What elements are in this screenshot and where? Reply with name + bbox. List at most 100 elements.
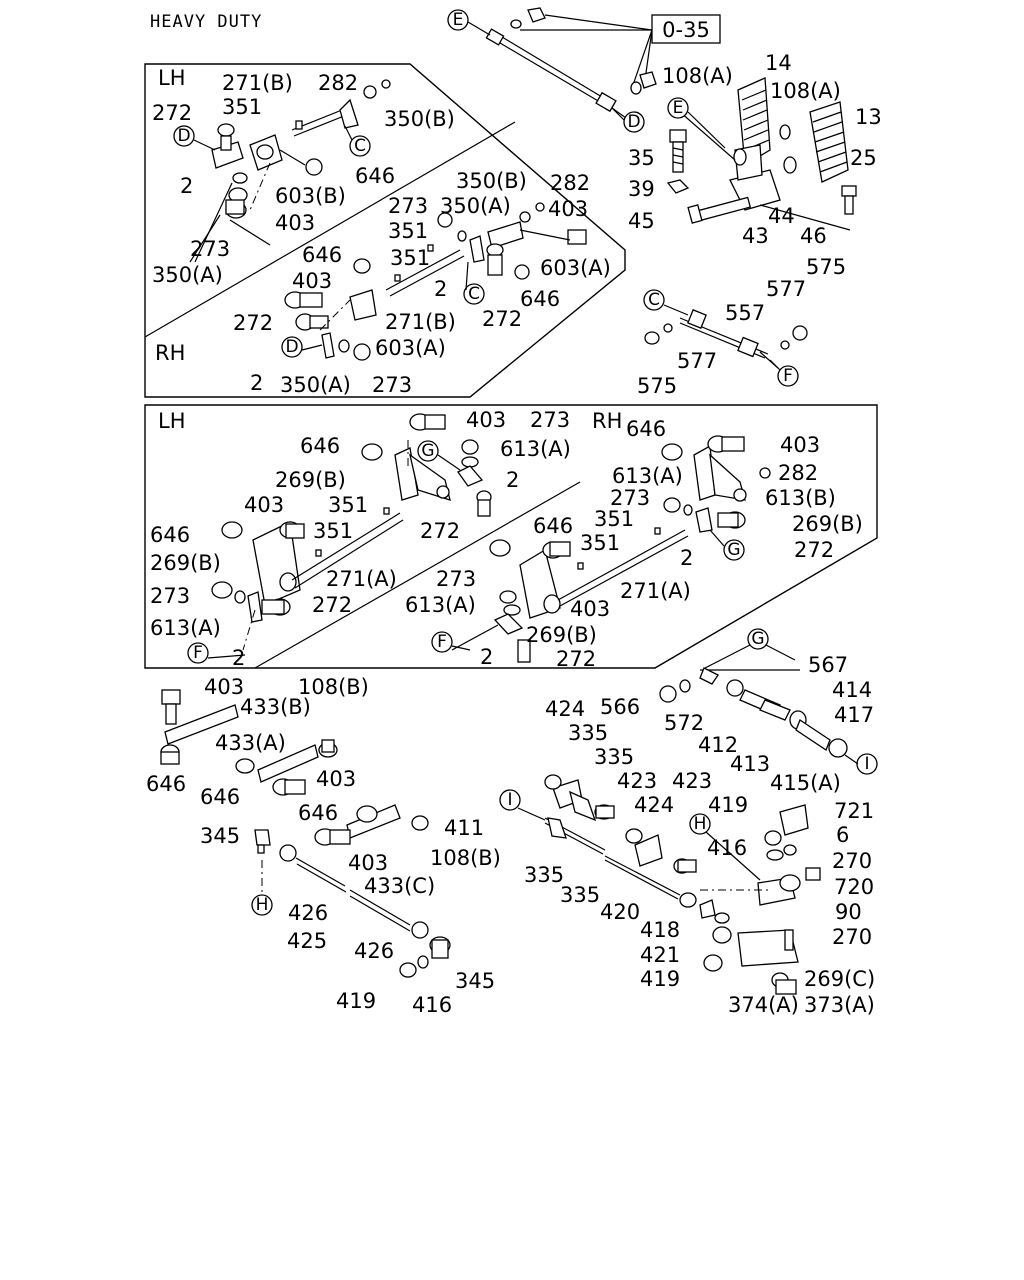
part-label-350b-a: 350(B) bbox=[384, 107, 455, 131]
accelerator-pedal-assembly bbox=[666, 77, 857, 231]
part-label-335-c: 335 bbox=[524, 863, 564, 887]
svg-text:H: H bbox=[256, 895, 269, 915]
part-label-46: 46 bbox=[800, 224, 827, 248]
part-label-720: 720 bbox=[834, 875, 874, 899]
part-label-423-b: 423 bbox=[672, 769, 712, 793]
part-label-433a: 433(A) bbox=[215, 731, 286, 755]
part-label-271a-b: 271(A) bbox=[620, 579, 691, 603]
marker-d-upper-rh: D bbox=[281, 336, 303, 358]
upper-rh-linkage bbox=[284, 202, 587, 361]
marker-i-cable: I bbox=[499, 789, 521, 811]
part-label-417: 417 bbox=[834, 703, 874, 727]
svg-text:G: G bbox=[727, 540, 740, 560]
part-label-351-d: 351 bbox=[328, 493, 368, 517]
part-label-273-c: 273 bbox=[372, 373, 412, 397]
part-label-282-c: 282 bbox=[778, 461, 818, 485]
part-label-272-e: 272 bbox=[312, 593, 352, 617]
part-label-282-b: 282 bbox=[550, 171, 590, 195]
part-label-2-e: 2 bbox=[232, 646, 245, 670]
marker-h-cable: H bbox=[689, 813, 711, 835]
part-label-721: 721 bbox=[834, 799, 874, 823]
part-label-35: 35 bbox=[628, 146, 655, 170]
marker-g-lower: G bbox=[747, 628, 769, 650]
part-label-420: 420 bbox=[600, 900, 640, 924]
part-label-272-g: 272 bbox=[556, 647, 596, 671]
part-label-411: 411 bbox=[444, 816, 484, 840]
part-label-345-a: 345 bbox=[200, 824, 240, 848]
part-label-269b-d: 269(B) bbox=[526, 623, 597, 647]
part-label-424-a: 424 bbox=[545, 697, 585, 721]
svg-text:C: C bbox=[354, 136, 366, 156]
part-label-273-d: 273 bbox=[530, 408, 570, 432]
part-label-403-c: 403 bbox=[292, 269, 332, 293]
part-label-2-a: 2 bbox=[180, 174, 193, 198]
part-label-335-b: 335 bbox=[594, 745, 634, 769]
part-label-345-b: 345 bbox=[455, 969, 495, 993]
part-label-412: 412 bbox=[698, 733, 738, 757]
part-label-6: 6 bbox=[836, 823, 849, 847]
part-label-603a-a: 603(A) bbox=[540, 256, 611, 280]
upper-lh-linkage bbox=[211, 79, 391, 219]
svg-text:I: I bbox=[864, 754, 869, 774]
svg-text:D: D bbox=[177, 126, 190, 146]
marker-i-lower-right: I bbox=[856, 753, 878, 775]
marker-f-rod: F bbox=[777, 365, 799, 387]
part-label-269b-a: 269(B) bbox=[275, 468, 346, 492]
part-label-351-c: 351 bbox=[390, 246, 430, 270]
part-label-272-b: 272 bbox=[233, 311, 273, 335]
part-label-646-a: 646 bbox=[355, 164, 395, 188]
marker-d-top: D bbox=[623, 111, 645, 133]
svg-text:F: F bbox=[783, 366, 793, 386]
part-label-13: 13 bbox=[855, 105, 882, 129]
part-label-403-f: 403 bbox=[780, 433, 820, 457]
part-label-272-d: 272 bbox=[420, 519, 460, 543]
top-nut-left bbox=[527, 7, 546, 23]
middle-rh-linkage bbox=[489, 435, 771, 663]
part-label-613b: 613(B) bbox=[765, 486, 836, 510]
marker-f-middle-rh: F bbox=[431, 631, 453, 653]
part-label-43: 43 bbox=[742, 224, 769, 248]
part-label-613a-b: 613(A) bbox=[150, 616, 221, 640]
part-label-273-b: 273 bbox=[388, 194, 428, 218]
svg-text:H: H bbox=[694, 814, 707, 834]
part-label-108a-right: 108(A) bbox=[770, 79, 841, 103]
middle-lh-linkage bbox=[211, 413, 492, 651]
part-label-415a: 415(A) bbox=[770, 771, 841, 795]
part-label-613a-a: 613(A) bbox=[500, 437, 571, 461]
part-label-2-g: 2 bbox=[480, 645, 493, 669]
part-label-577-b: 577 bbox=[677, 349, 717, 373]
lower-left-bracket-assembly bbox=[160, 689, 451, 978]
part-label-14: 14 bbox=[765, 51, 792, 75]
part-label-269c: 269(C) bbox=[804, 967, 875, 991]
part-label-270-b: 270 bbox=[832, 925, 872, 949]
part-label-351-a: 351 bbox=[222, 95, 262, 119]
part-label-108b-a: 108(B) bbox=[298, 675, 369, 699]
marker-c-upper-rh: C bbox=[463, 283, 485, 305]
part-label-423-a: 423 bbox=[617, 769, 657, 793]
part-label-108b-b: 108(B) bbox=[430, 846, 501, 870]
part-label-577-a: 577 bbox=[766, 277, 806, 301]
part-label-335-d: 335 bbox=[560, 883, 600, 907]
part-label-351-g: 351 bbox=[580, 531, 620, 555]
part-label-25: 25 bbox=[850, 146, 877, 170]
part-label-351-e: 351 bbox=[313, 519, 353, 543]
top-rod bbox=[494, 39, 606, 106]
part-label-433b: 433(B) bbox=[240, 695, 311, 719]
part-label-374a: 374(A) bbox=[728, 993, 799, 1017]
part-label-271b-b: 271(B) bbox=[385, 310, 456, 334]
svg-text:E: E bbox=[453, 10, 464, 30]
part-label-424-b: 424 bbox=[634, 793, 674, 817]
part-label-403-g: 403 bbox=[570, 597, 610, 621]
part-label-566: 566 bbox=[600, 695, 640, 719]
part-label-646-h: 646 bbox=[146, 772, 186, 796]
part-label-403-d: 403 bbox=[466, 408, 506, 432]
svg-text:F: F bbox=[437, 632, 447, 652]
part-label-646-e: 646 bbox=[150, 523, 190, 547]
part-label-557: 557 bbox=[725, 301, 765, 325]
part-label-269b-b: 269(B) bbox=[150, 551, 221, 575]
part-label-403-e: 403 bbox=[244, 493, 284, 517]
marker-d-upper-lh: D bbox=[173, 125, 195, 147]
part-label-421: 421 bbox=[640, 943, 680, 967]
part-label-351-b: 351 bbox=[388, 219, 428, 243]
part-label-269b-c: 269(B) bbox=[792, 512, 863, 536]
